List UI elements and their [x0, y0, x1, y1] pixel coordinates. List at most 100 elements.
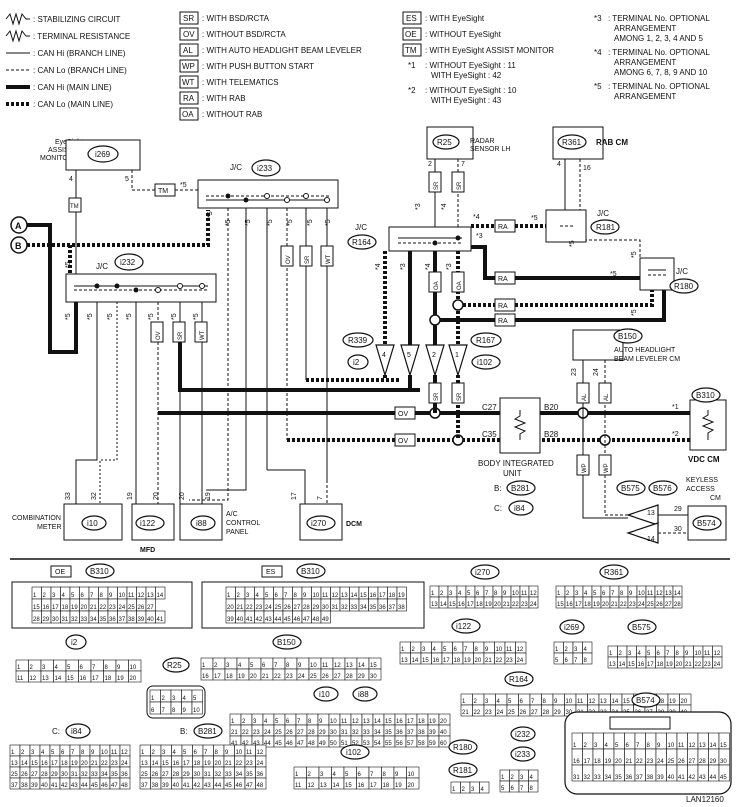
pin-number: 2: [511, 775, 515, 781]
label: BODY INTEGRATED: [478, 459, 554, 468]
pin-number: 31: [332, 605, 339, 611]
pin-number: 9: [503, 591, 507, 597]
pin-number: 10: [408, 772, 415, 778]
code: OA: [457, 281, 463, 290]
connector-id: B574: [697, 519, 716, 528]
pin-number: 23: [111, 761, 118, 767]
pin-number: 8: [286, 663, 290, 669]
svg-text:20: 20: [179, 492, 186, 500]
pin-number: 16: [80, 676, 87, 682]
pin-number: 13: [11, 761, 18, 767]
svg-text:32: 32: [91, 492, 98, 500]
pin-number: 18: [389, 593, 396, 599]
pin-number: 15: [449, 602, 456, 608]
pin-number: 14: [619, 662, 626, 668]
pin-number: 2: [474, 699, 478, 705]
connector-id: i2: [71, 638, 78, 647]
pin-number: 49: [319, 741, 326, 747]
svg-text:16: 16: [583, 165, 591, 172]
code: WT: [182, 78, 195, 87]
pin-number: 30: [322, 605, 329, 611]
pin-number: 6: [358, 772, 362, 778]
svg-text:*5: *5: [631, 251, 638, 258]
pin-number: 16: [202, 674, 209, 680]
pin-number: 7: [162, 708, 166, 714]
pin-number: 1: [452, 787, 456, 793]
connector-id: B281: [198, 727, 217, 736]
pin-number: 3: [226, 663, 230, 669]
pin-number: 31: [341, 730, 348, 736]
pin-number: 3: [520, 775, 524, 781]
pin-number: 6: [262, 663, 266, 669]
pin-number: 7: [90, 593, 94, 599]
legend-text: AMONG 6, 7, 8, 9 AND 10: [614, 68, 708, 77]
pin-number: 48: [308, 741, 315, 747]
pin-number: 30: [330, 730, 337, 736]
pin-number: 7: [485, 591, 489, 597]
code: RA: [183, 94, 195, 103]
pin-number: 25: [275, 730, 282, 736]
pin-number: 27: [297, 730, 304, 736]
pin-number: 24: [638, 602, 645, 608]
label: COMBINATION: [12, 515, 61, 522]
svg-text:*1: *1: [672, 404, 679, 411]
pin-number: 23: [629, 602, 636, 608]
pin-number: 13: [341, 593, 348, 599]
pin-number: 31: [573, 775, 580, 781]
pin-number: 27: [665, 602, 672, 608]
pin-number: 22: [636, 759, 643, 765]
connector-id: i10: [87, 519, 98, 528]
label: J/C: [676, 267, 688, 276]
pin-number: 11: [341, 719, 348, 725]
pin-number: 2: [565, 647, 569, 653]
pin-cell: [396, 598, 407, 612]
connector-id: i88: [358, 690, 369, 699]
pin-number: 7: [666, 651, 670, 657]
pin-number: 39: [138, 617, 145, 623]
svg-text:5: 5: [125, 176, 129, 183]
pin-number: 27: [162, 772, 169, 778]
pin-number: 20: [81, 605, 88, 611]
svg-text:*5: *5: [325, 219, 332, 226]
code: SR: [434, 181, 440, 190]
pin-number: 21: [90, 605, 97, 611]
pin-number: 6: [565, 658, 569, 664]
svg-text:*4: *4: [425, 263, 432, 270]
pin-number: 33: [225, 772, 232, 778]
legend-text: : WITHOUT RAB: [202, 110, 262, 119]
pin-number: 18: [105, 676, 112, 682]
code: OV: [156, 331, 162, 340]
pin-number: 28: [699, 759, 706, 765]
connector-id: B281: [511, 484, 530, 493]
pin-number: 9: [657, 743, 661, 749]
pin-number: 19: [117, 676, 124, 682]
pin-number: 21: [91, 761, 98, 767]
pin-number: 11: [322, 593, 329, 599]
pin-number: 24: [497, 710, 504, 716]
pin-number: 12: [121, 750, 128, 756]
svg-text:1: 1: [455, 352, 459, 359]
connector-id: i102: [346, 748, 362, 757]
pin-number: 17: [584, 759, 591, 765]
pin-number: 6: [476, 591, 480, 597]
pin-number: 11: [647, 591, 654, 597]
pin-number: 16: [433, 658, 440, 664]
pin-number: 8: [215, 750, 219, 756]
label: J/C: [230, 163, 242, 172]
pin-number: 5: [71, 593, 75, 599]
pin-number: 1: [227, 593, 231, 599]
legend-text: : CAN Hi (MAIN LINE): [33, 83, 112, 92]
pin-number: 4: [433, 647, 437, 653]
pin-number: 39: [162, 783, 169, 789]
pin-cell: [368, 668, 382, 681]
pin-number: 34: [360, 605, 367, 611]
label: KEYLESS: [686, 477, 718, 484]
pin-number: 32: [341, 605, 348, 611]
label: SENSOR LH: [470, 146, 510, 153]
svg-text:*2: *2: [672, 431, 679, 438]
pin-number: 32: [81, 772, 88, 778]
pin-number: 13: [600, 699, 607, 705]
pin-number: 13: [401, 658, 408, 664]
pin-number: 14: [333, 783, 340, 789]
